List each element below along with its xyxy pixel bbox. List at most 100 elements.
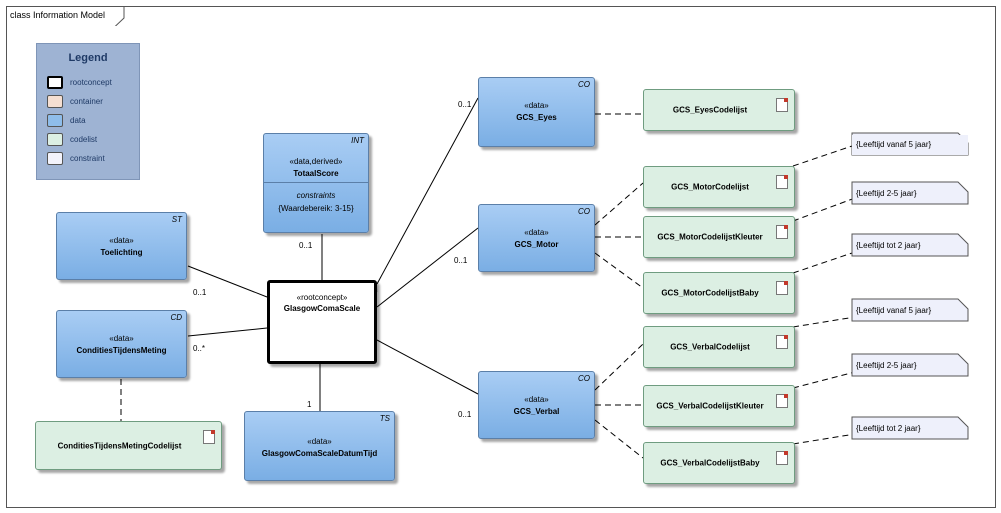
document-icon <box>776 98 788 112</box>
link-verbal-baby <box>594 419 644 459</box>
note-motor-5[interactable]: {Leeftijd vanaf 5 jaar} <box>852 135 968 155</box>
constraints-label: constraints <box>296 191 336 200</box>
class-glasgowcomascale[interactable]: «rootconcept» GlasgowComaScale <box>267 280 377 364</box>
type-tag: INT <box>351 136 364 145</box>
codelist-gcs-motor-kleuter[interactable]: GCS_MotorCodelijstKleuter <box>643 216 795 258</box>
compartment-divider <box>264 182 368 183</box>
codelist-gcs-verbal-kleuter[interactable]: GCS_VerbalCodelijstKleuter <box>643 385 795 427</box>
multiplicity-toelichting: 0..1 <box>193 288 207 297</box>
link-motor-codelist <box>594 182 644 226</box>
constraint-text: {Waardebereik: 3-15} <box>278 204 354 213</box>
codelist-name: GCS_MotorCodelijstBaby <box>661 288 759 298</box>
legend-swatch <box>47 95 63 108</box>
class-conditiestijdensmeting[interactable]: CD «data» ConditiesTijdensMeting <box>56 310 187 378</box>
note-link-verbal-2-5 <box>792 371 856 389</box>
note-text: {Leeftijd 2-5 jaar} <box>856 361 917 370</box>
note-link-motor-tot2 <box>792 251 856 274</box>
class-gcs-motor[interactable]: CO «data» GCS_Motor <box>478 204 595 272</box>
codelist-name: GCS_MotorCodelijstKleuter <box>657 232 763 242</box>
note-verbal-2-5[interactable]: {Leeftijd 2-5 jaar} <box>852 356 968 376</box>
note-shape-motor-2-5 <box>851 181 969 205</box>
multiplicity-eyes: 0..1 <box>458 100 472 109</box>
codelist-conditiestijdensmeting[interactable]: ConditiesTijdensMetingCodelijst <box>35 421 222 470</box>
codelist-name: GCS_VerbalCodelijstBaby <box>660 458 760 468</box>
note-verbal-tot2[interactable]: {Leeftijd tot 2 jaar} <box>852 419 968 439</box>
class-name: GlasgowComaScaleDatumTijd <box>261 449 378 458</box>
class-toelichting[interactable]: ST «data» Toelichting <box>56 212 187 280</box>
link-motor-baby <box>594 252 644 289</box>
class-name: TotaalScore <box>293 169 339 178</box>
multiplicity-datumtijd: 1 <box>307 400 312 409</box>
note-text: {Leeftijd vanaf 5 jaar} <box>856 306 932 315</box>
stereotype: «data» <box>524 395 549 404</box>
note-shape-verbal-tot2 <box>851 416 969 440</box>
legend-swatch <box>47 76 63 89</box>
document-icon <box>776 225 788 239</box>
codelist-gcs-motor[interactable]: GCS_MotorCodelijst <box>643 166 795 208</box>
type-tag: CO <box>578 207 590 216</box>
class-name: GCS_Verbal <box>513 407 560 416</box>
codelist-gcs-verbal-baby[interactable]: GCS_VerbalCodelijstBaby <box>643 442 795 484</box>
type-tag: ST <box>171 215 182 224</box>
codelist-gcs-motor-baby[interactable]: GCS_MotorCodelijstBaby <box>643 272 795 314</box>
type-tag: TS <box>379 414 390 423</box>
note-link-motor-5 <box>792 144 856 167</box>
document-icon <box>203 430 215 444</box>
document-icon <box>776 175 788 189</box>
class-glasgowcomascaledatumtijd[interactable]: TS «data» GlasgowComaScaleDatumTijd <box>244 411 395 481</box>
type-tag: CO <box>578 374 590 383</box>
class-gcs-eyes[interactable]: CO «data» GCS_Eyes <box>478 77 595 147</box>
class-name: GlasgowComaScale <box>283 304 361 313</box>
note-link-verbal-5 <box>792 316 856 328</box>
class-totaalscore[interactable]: INT «data,derived» TotaalScore constrain… <box>263 133 369 233</box>
codelist-gcs-verbal[interactable]: GCS_VerbalCodelijst <box>643 326 795 368</box>
multiplicity-condities: 0..* <box>193 344 206 353</box>
class-gcs-verbal[interactable]: CO «data» GCS_Verbal <box>478 371 595 439</box>
link-verbal-codelist <box>594 343 644 391</box>
legend-swatch <box>47 133 63 146</box>
stereotype: «data» <box>109 334 134 343</box>
note-shape-motor-tot2 <box>851 233 969 257</box>
connector-motor <box>365 227 479 316</box>
codelist-name: GCS_EyesCodelijst <box>672 105 748 115</box>
document-icon <box>776 281 788 295</box>
legend-label: container <box>70 97 103 106</box>
diagram-frame <box>6 6 996 508</box>
multiplicity-motor: 0..1 <box>454 256 468 265</box>
multiplicity-totaalscore: 0..1 <box>299 241 313 250</box>
stereotype: «data» <box>524 228 549 237</box>
note-shape-verbal-5 <box>851 298 969 322</box>
legend: Legend rootconcept container data codeli… <box>36 43 140 180</box>
stereotype: «rootconcept» <box>296 293 348 302</box>
legend-label: constraint <box>70 154 105 163</box>
note-shape-verbal-2-5 <box>851 353 969 377</box>
connector-verbal <box>364 333 479 395</box>
class-name: ConditiesTijdensMeting <box>76 346 167 355</box>
stereotype: «data,derived» <box>289 157 343 166</box>
class-name: GCS_Eyes <box>516 113 557 122</box>
type-tag: CD <box>170 313 182 322</box>
legend-swatch <box>47 152 63 165</box>
codelist-name: ConditiesTijdensMetingCodelijst <box>57 441 182 450</box>
note-link-verbal-tot2 <box>792 433 856 445</box>
class-name: Toelichting <box>100 248 143 257</box>
note-link-motor-2-5 <box>792 197 856 222</box>
legend-swatch <box>47 114 63 127</box>
legend-title: Legend <box>68 52 108 64</box>
legend-label: codelist <box>70 135 98 144</box>
connector-toelichting <box>187 265 281 304</box>
codelist-name: GCS_MotorCodelijst <box>671 182 749 192</box>
codelist-name: GCS_VerbalCodelijst <box>670 342 750 352</box>
connector-eyes <box>370 97 479 297</box>
type-tag: CO <box>578 80 590 89</box>
diagram-title-tab <box>6 6 125 26</box>
note-motor-tot2[interactable]: {Leeftijd tot 2 jaar} <box>852 236 968 256</box>
stereotype: «data» <box>524 101 549 110</box>
note-text: {Leeftijd tot 2 jaar} <box>856 424 921 433</box>
multiplicity-verbal: 0..1 <box>458 410 472 419</box>
codelist-gcs-eyes[interactable]: GCS_EyesCodelijst <box>643 89 795 131</box>
note-motor-2-5[interactable]: {Leeftijd 2-5 jaar} <box>852 184 968 204</box>
note-verbal-5[interactable]: {Leeftijd vanaf 5 jaar} <box>852 301 968 321</box>
diagram-title: class Information Model <box>10 10 106 20</box>
legend-label: data <box>70 116 86 125</box>
